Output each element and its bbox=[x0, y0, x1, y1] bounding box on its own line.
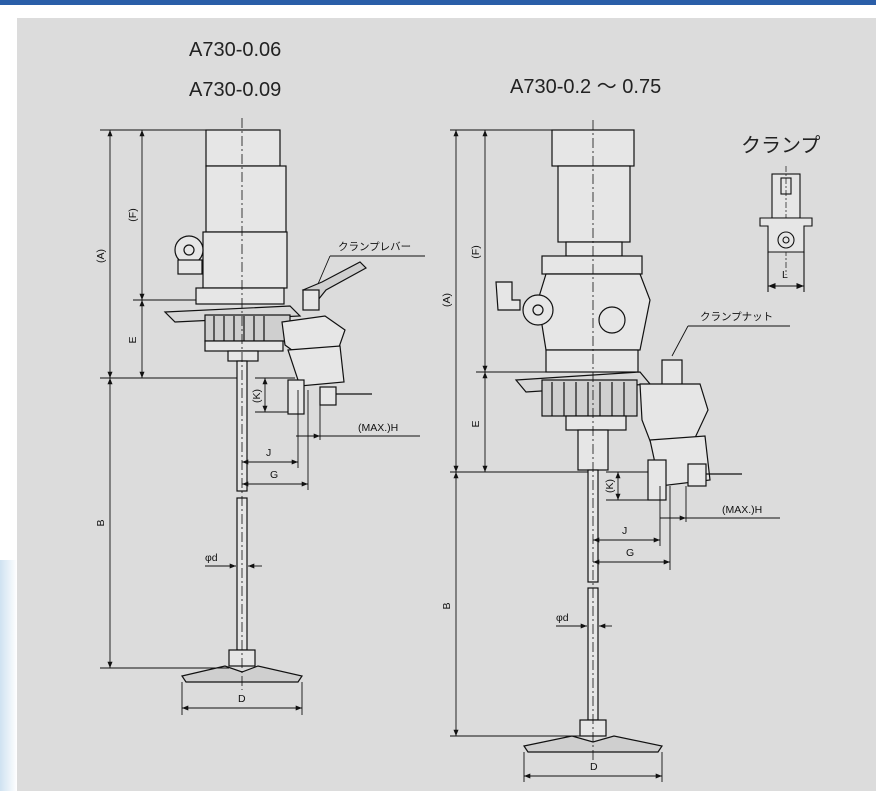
left-mixer bbox=[163, 118, 372, 690]
dim-d-small-left: φd bbox=[205, 552, 218, 564]
dim-f-left: (F) bbox=[127, 208, 139, 221]
top-accent-bar bbox=[0, 0, 876, 5]
dim-d-large-left: D bbox=[238, 693, 246, 705]
callout-clamp-nut: クランプナット bbox=[700, 311, 773, 323]
left-edge-gradient bbox=[0, 560, 17, 791]
dim-a-right: (A) bbox=[441, 293, 453, 307]
model-label-right: A730-0.2 ～ 0.75 bbox=[510, 76, 661, 98]
dim-b-right: B bbox=[441, 602, 453, 609]
dim-j-right: J bbox=[622, 525, 627, 537]
dim-h-right: (MAX.)H bbox=[722, 504, 762, 516]
dim-l-clamp: L bbox=[782, 269, 788, 281]
left-dimensions bbox=[100, 129, 425, 715]
model-label-left-1: A730-0.06 bbox=[189, 39, 281, 61]
model-label-left-2: A730-0.09 bbox=[189, 79, 281, 101]
dim-k-right: (K) bbox=[604, 479, 616, 493]
dim-f-right: (F) bbox=[470, 245, 482, 258]
dim-a-left: (A) bbox=[95, 249, 107, 263]
callout-clamp-lever: クランプレバー bbox=[338, 241, 411, 253]
right-dimensions bbox=[450, 129, 790, 782]
clamp-detail bbox=[759, 166, 813, 292]
dim-e-right: E bbox=[470, 420, 482, 427]
dim-h-left: (MAX.)H bbox=[358, 422, 398, 434]
dim-g-left: G bbox=[270, 469, 278, 481]
dim-d-large-right: D bbox=[590, 761, 598, 773]
dim-e-left: E bbox=[127, 336, 139, 343]
dim-k-left: (K) bbox=[251, 389, 263, 403]
dim-d-small-right: φd bbox=[556, 612, 569, 624]
dim-g-right: G bbox=[626, 547, 634, 559]
drawing-panel bbox=[17, 18, 876, 791]
dim-j-left: J bbox=[266, 447, 271, 459]
right-mixer bbox=[495, 120, 742, 760]
dim-b-left: B bbox=[95, 519, 107, 526]
clamp-title: クランプ bbox=[741, 134, 820, 157]
